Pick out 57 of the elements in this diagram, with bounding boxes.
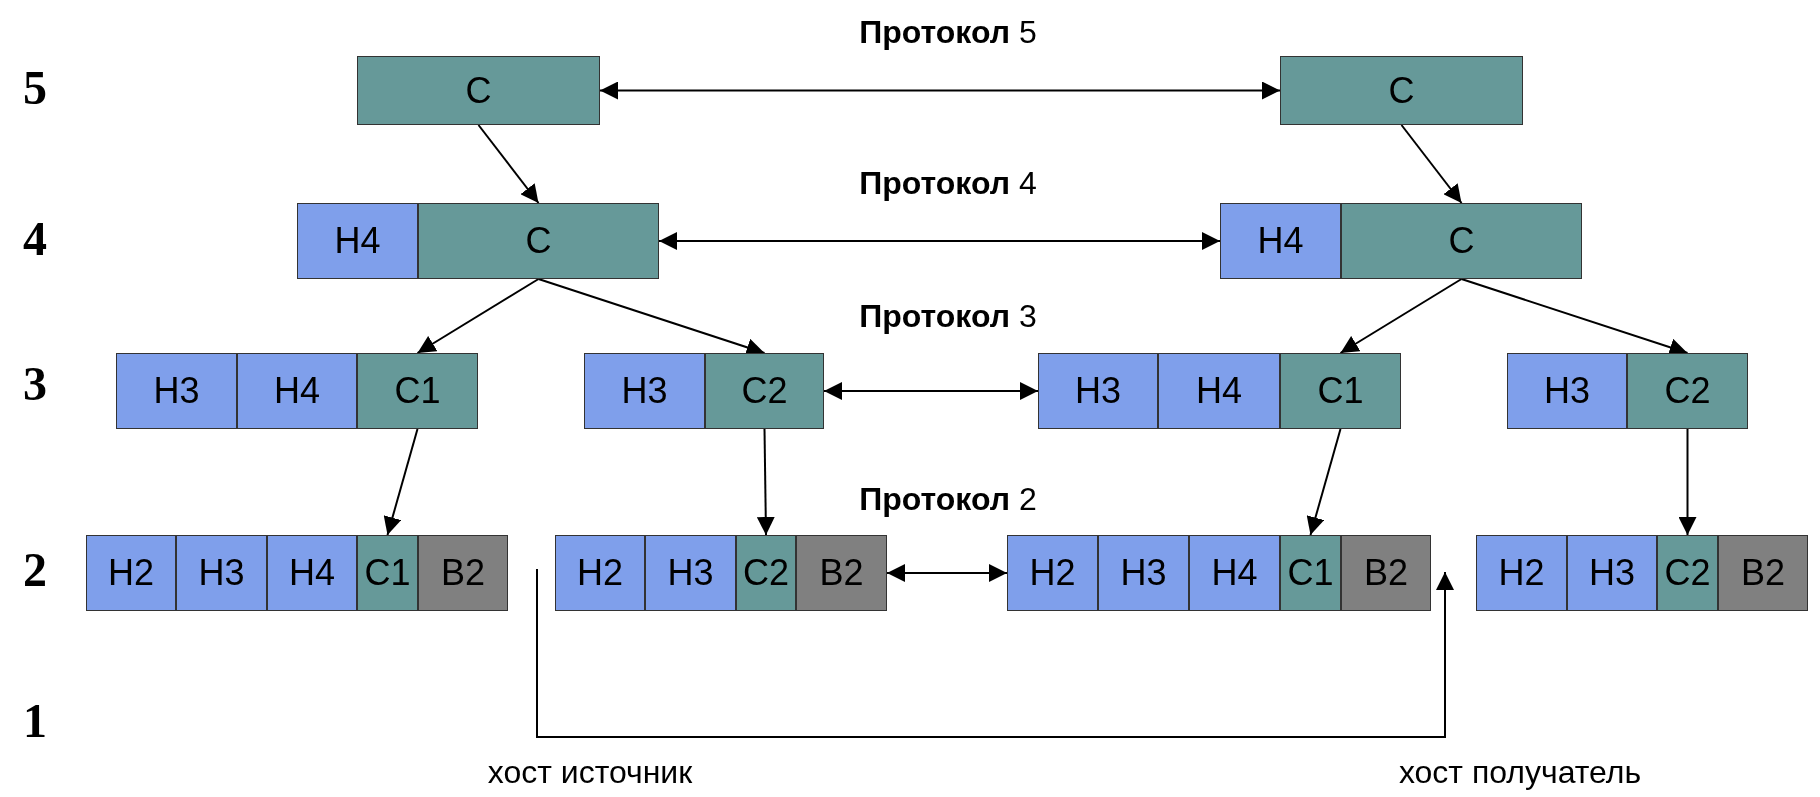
layer-number: 1 <box>23 692 47 748</box>
protocol-label: Протокол 5 <box>859 13 1037 51</box>
arrow <box>599 81 1281 100</box>
protocol-label: Протокол 4 <box>859 164 1037 202</box>
data-field: C2 <box>1657 535 1718 611</box>
trailer-field: B2 <box>418 535 508 611</box>
arrow <box>1306 428 1342 536</box>
header-field: H2 <box>1476 535 1567 611</box>
arrow <box>477 124 540 204</box>
header-field: H3 <box>1507 353 1627 429</box>
header-field: H4 <box>267 535 357 611</box>
header-field: H4 <box>237 353 357 429</box>
header-field: H4 <box>1220 203 1341 279</box>
data-field: C <box>357 56 600 125</box>
layer-number: 5 <box>23 59 47 115</box>
header-field: H2 <box>86 535 176 611</box>
arrow <box>886 564 1008 582</box>
header-field: H3 <box>584 353 705 429</box>
host-label: хост источник <box>487 753 693 791</box>
data-field: C <box>418 203 659 279</box>
host-label: хост получатель <box>1398 753 1642 791</box>
data-field: C2 <box>705 353 824 429</box>
data-field: C1 <box>1280 353 1401 429</box>
layer-number: 4 <box>23 210 47 266</box>
trailer-field: B2 <box>1718 535 1808 611</box>
header-field: H4 <box>1158 353 1280 429</box>
arrow <box>823 382 1039 400</box>
header-field: H3 <box>176 535 267 611</box>
trailer-field: B2 <box>1341 535 1431 611</box>
arrow <box>416 278 540 354</box>
layer-number: 2 <box>23 541 47 597</box>
trailer-field: B2 <box>796 535 887 611</box>
arrow <box>1339 278 1463 354</box>
data-field: C <box>1341 203 1582 279</box>
header-field: H2 <box>555 535 645 611</box>
header-field: H3 <box>1567 535 1657 611</box>
data-field: C2 <box>736 535 796 611</box>
layer-number: 3 <box>23 355 47 411</box>
arrow <box>1400 124 1463 204</box>
header-field: H3 <box>645 535 736 611</box>
header-field: H3 <box>1098 535 1189 611</box>
header-field: H3 <box>1038 353 1158 429</box>
data-field: C1 <box>357 353 478 429</box>
arrow <box>756 428 775 536</box>
header-field: H4 <box>1189 535 1280 611</box>
protocol-label: Протокол 2 <box>859 480 1037 518</box>
data-field: C1 <box>1280 535 1341 611</box>
header-field: H4 <box>297 203 418 279</box>
arrow <box>658 232 1221 250</box>
data-field: C1 <box>357 535 418 611</box>
data-field: C2 <box>1627 353 1748 429</box>
header-field: H3 <box>116 353 237 429</box>
header-field: H2 <box>1007 535 1098 611</box>
arrow <box>1678 428 1697 536</box>
arrow <box>383 428 419 536</box>
protocol-label: Протокол 3 <box>859 297 1037 335</box>
data-field: C <box>1280 56 1523 125</box>
